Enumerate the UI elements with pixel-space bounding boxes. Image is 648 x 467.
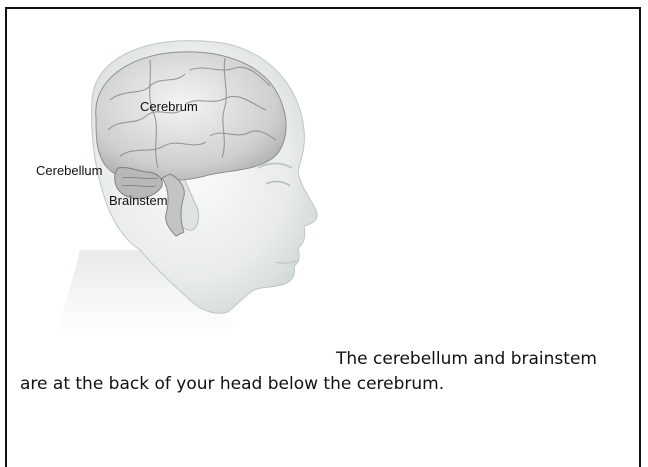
caption-text: The cerebellum and brainstem are at the …: [20, 349, 597, 394]
label-brainstem: Brainstem: [109, 193, 168, 208]
caption: The cerebellum and brainstem are at the …: [20, 347, 610, 397]
content-frame: [5, 7, 641, 467]
label-cerebrum: Cerebrum: [140, 99, 198, 114]
label-cerebellum: Cerebellum: [36, 163, 102, 178]
